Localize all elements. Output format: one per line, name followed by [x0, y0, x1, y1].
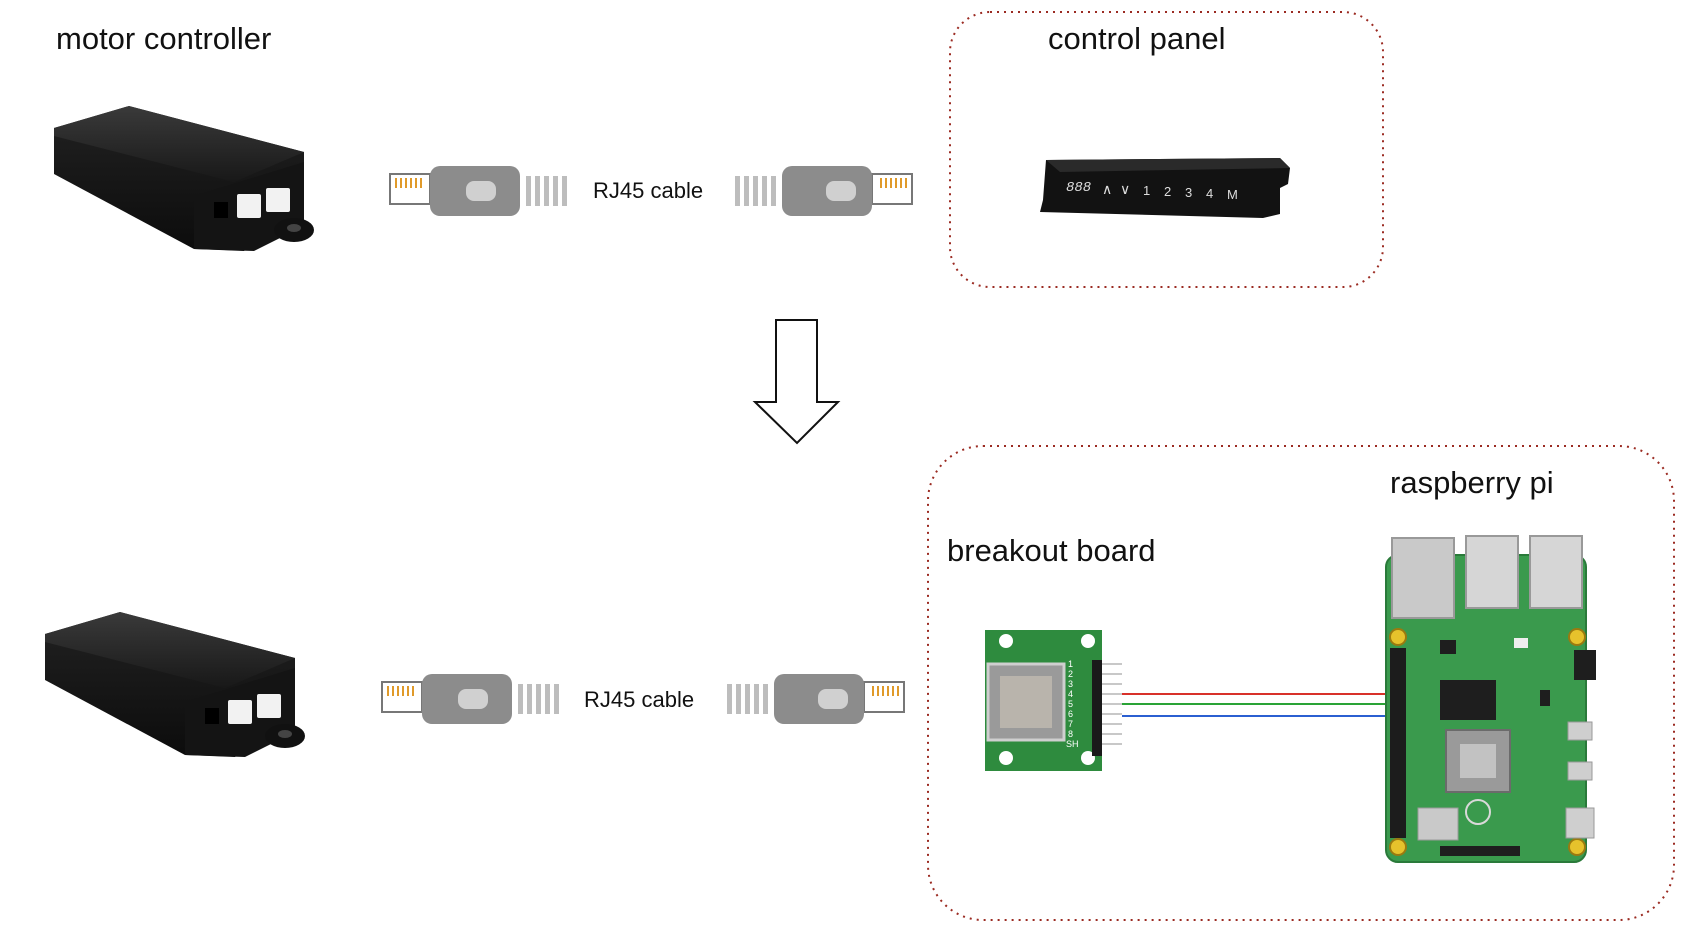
control-panel-key-m: M: [1227, 187, 1238, 202]
rj45-cable-label-bottom: RJ45 cable: [584, 687, 695, 712]
breakout-pin-4: 4: [1068, 689, 1073, 699]
usb-port-icon: [1529, 535, 1583, 609]
rj45-port-icon: [214, 202, 228, 218]
ethernet-port-icon: [1391, 537, 1455, 619]
breakout-board-label: breakout board: [947, 533, 1156, 568]
control-panel-display: 888: [1066, 180, 1091, 196]
motor-controller-device-top: [54, 106, 314, 251]
breakout-pin-1: 1: [1068, 659, 1073, 669]
breakout-pin-5: 5: [1068, 699, 1073, 709]
breakout-board-device: 1 2 3 4 5 6 7 8 SH: [985, 630, 1122, 771]
gpio-header: [1390, 648, 1406, 838]
rj45-connector-right-bottom: [727, 674, 905, 724]
rj45-connector-left-top: [389, 166, 567, 216]
control-panel-down-key: ∨: [1120, 181, 1130, 197]
motor-controller-label: motor controller: [56, 21, 272, 56]
raspberry-pi-device: [1385, 535, 1596, 863]
down-arrow-icon: [752, 319, 841, 445]
breakout-pin-3: 3: [1068, 679, 1073, 689]
breakout-pin-2: 2: [1068, 669, 1073, 679]
connector-socket-icon: [228, 700, 252, 724]
raspberry-pi-label: raspberry pi: [1390, 465, 1554, 500]
rj45-port-icon: [205, 708, 219, 724]
control-panel-label: control panel: [1048, 21, 1226, 56]
connector-socket-icon: [257, 694, 281, 718]
motor-controller-device-bottom: [45, 612, 305, 757]
rj45-connector-right-top: [735, 166, 913, 216]
breakout-pin-7: 7: [1068, 719, 1073, 729]
breakout-pi-group: [927, 445, 1675, 921]
raspberry-logo-icon: [1465, 799, 1491, 825]
breakout-pin-sh: SH: [1066, 739, 1079, 749]
connector-socket-icon: [266, 188, 290, 212]
control-panel-device: 888 ∧ ∨ 1 2 3 4 M: [1040, 158, 1290, 218]
control-panel-key-3: 3: [1185, 185, 1192, 200]
control-panel-key-1: 1: [1143, 183, 1150, 198]
control-panel-group: [949, 11, 1384, 288]
rj45-cable-label-top: RJ45 cable: [593, 178, 704, 203]
control-panel-key-4: 4: [1206, 186, 1213, 201]
control-panel-up-key: ∧: [1102, 181, 1112, 197]
breakout-pin-8: 8: [1068, 729, 1073, 739]
breakout-pin-6: 6: [1068, 709, 1073, 719]
usb-port-icon: [1465, 535, 1519, 609]
control-panel-key-2: 2: [1164, 184, 1171, 199]
rj45-connector-left-bottom: [381, 674, 559, 724]
connector-socket-icon: [237, 194, 261, 218]
